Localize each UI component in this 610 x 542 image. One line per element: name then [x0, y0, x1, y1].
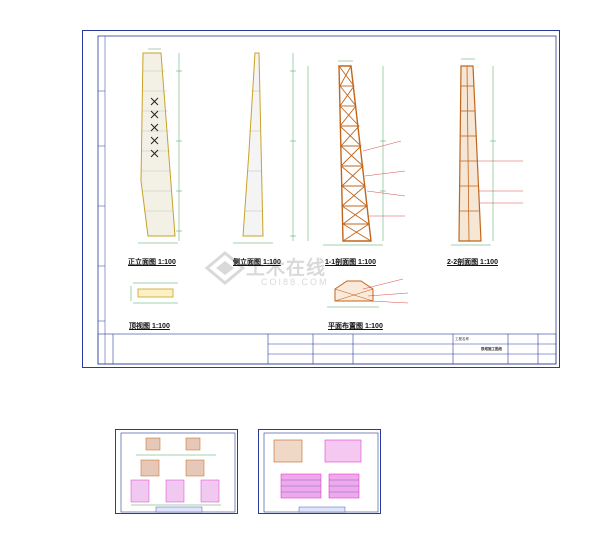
- watermark-text: 土木在线: [246, 258, 327, 279]
- thumbnail-2-canvas: [263, 432, 379, 513]
- main-drawing-sheet: 土木在线 COI88.COM 正立面图 1:100 侧立面图 1:100 1-1…: [82, 30, 560, 368]
- caption-plan-layout: 平面布置图 1:100: [328, 323, 383, 330]
- plan-layout-figure: [327, 278, 409, 308]
- thumbnail-sheet-2[interactable]: [258, 429, 381, 514]
- side-elevation-figure: [233, 52, 296, 244]
- section-1-1-figure: [307, 60, 406, 246]
- thumbnail-sheet-1[interactable]: [115, 429, 238, 514]
- watermark-subtext: COI88.COM: [261, 277, 329, 287]
- front-elevation-figure: [138, 48, 182, 244]
- caption-section-2-2: 2-2剖面图 1:100: [447, 259, 498, 266]
- top-view-figure: [130, 282, 178, 304]
- title-block: [97, 333, 557, 365]
- title-block-project-name: 工程名称: [455, 337, 469, 341]
- thumbnail-1-canvas: [120, 432, 236, 513]
- caption-top-view: 顶视图 1:100: [129, 323, 170, 330]
- section-2-2-figure: [451, 58, 523, 246]
- watermark-logo-icon: [205, 251, 245, 285]
- title-block-drawing-name: 铁塔施工图纸: [481, 347, 502, 351]
- caption-section-1-1: 1-1剖面图 1:100: [325, 259, 376, 266]
- caption-side-elevation: 侧立面图 1:100: [233, 259, 281, 266]
- binding-strip: [98, 36, 106, 364]
- caption-front-elevation: 正立面图 1:100: [128, 259, 176, 266]
- main-drawing-canvas: [97, 35, 557, 365]
